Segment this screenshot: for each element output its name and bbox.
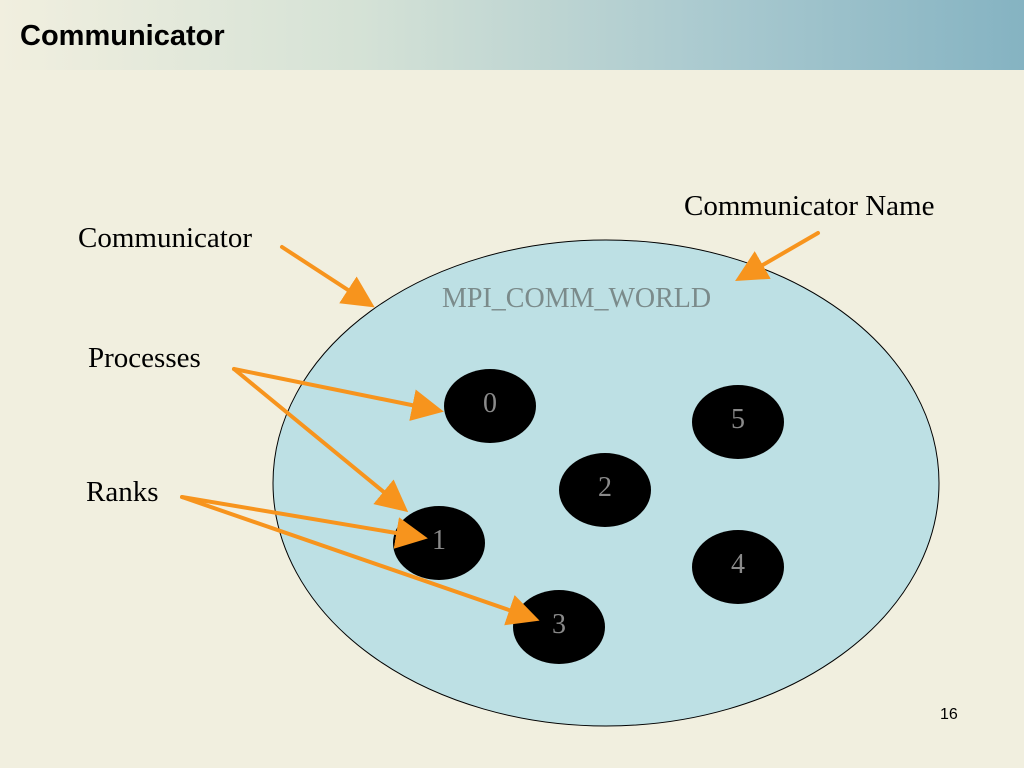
rank-label-2: 2 bbox=[598, 472, 612, 503]
rank-label-0: 0 bbox=[483, 388, 497, 419]
page-number: 16 bbox=[940, 706, 958, 723]
processes-label: Processes bbox=[88, 342, 201, 374]
arrow-processes-1 bbox=[232, 367, 409, 513]
process-node-0 bbox=[444, 369, 536, 443]
rank-label-5: 5 bbox=[731, 404, 745, 435]
arrow-processes-0 bbox=[232, 367, 444, 421]
communicator-world-name: MPI_COMM_WORLD bbox=[442, 283, 712, 314]
arrow-ranks-1 bbox=[180, 495, 428, 549]
header-bar bbox=[0, 0, 1024, 70]
slide-title: Communicator bbox=[20, 20, 225, 52]
communicator-label: Communicator bbox=[78, 222, 252, 254]
communicator-name-label: Communicator Name bbox=[684, 190, 935, 222]
rank-label-3: 3 bbox=[552, 609, 566, 640]
rank-label-4: 4 bbox=[731, 549, 745, 580]
ranks-label: Ranks bbox=[86, 476, 159, 508]
process-node-5 bbox=[692, 385, 784, 459]
arrow-communicator bbox=[280, 245, 375, 308]
process-node-4 bbox=[692, 530, 784, 604]
arrow-communicator-name bbox=[735, 231, 820, 282]
process-node-2 bbox=[559, 453, 651, 527]
rank-label-1: 1 bbox=[432, 525, 446, 556]
arrow-ranks-3 bbox=[180, 495, 540, 626]
